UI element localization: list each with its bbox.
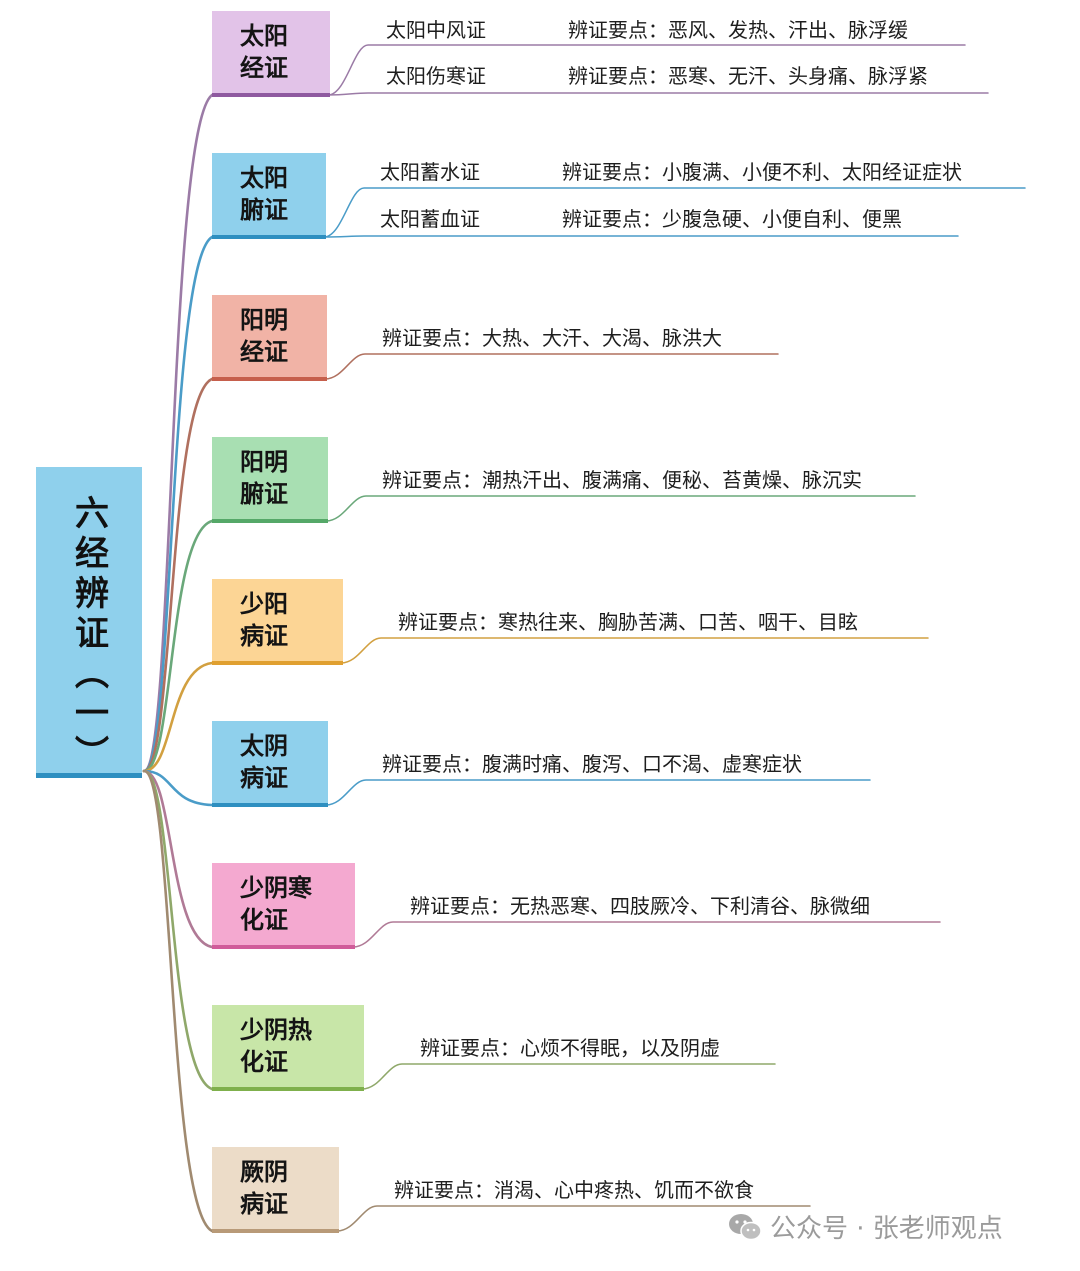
branch-link-taiyin — [142, 769, 214, 807]
leaf-link-taiyang-fu-0 — [323, 187, 1026, 238]
leaf-desc-taiyang-zhongfeng: 辨证要点：恶风、发热、汗出、脉浮缓 — [568, 18, 908, 42]
leaf-desc-jueyin: 辨证要点：消渴、心中疼热、饥而不欲食 — [394, 1178, 754, 1202]
leaf-desc-shaoyang: 辨证要点：寒热往来、胸胁苦满、口苦、咽干、目眩 — [398, 610, 858, 634]
leaf-link-shaoyang-0 — [340, 637, 929, 664]
branch-link-yangming-fu — [142, 519, 214, 773]
leaf-name-taiyang-shanghan: 太阳伤寒证 — [386, 64, 486, 88]
leaf-link-taiyin-0 — [325, 779, 871, 806]
branch-node-taiyang-fu: 太阳 腑证 — [212, 153, 326, 239]
leaf-desc-shaoyin-han: 辨证要点：无热恶寒、四肢厥冷、下利清谷、脉微细 — [410, 894, 870, 918]
branch-link-taiyang-fu — [142, 235, 214, 773]
wechat-icon — [729, 1213, 762, 1240]
leaf-link-shaoyin-re-0 — [361, 1063, 776, 1090]
branch-link-shaoyin-re — [142, 769, 214, 1091]
branch-label: 太阴 病证 — [240, 730, 288, 792]
watermark-text: 公众号 · 张老师观点 — [770, 1214, 1003, 1244]
leaf-desc-yangming-jing: 辨证要点：大热、大汗、大渴、脉洪大 — [382, 326, 722, 350]
leaf-desc-yangming-fu: 辨证要点：潮热汗出、腹满痛、便秘、苔黄燥、脉沉实 — [382, 468, 862, 492]
branch-node-jueyin: 厥阴 病证 — [212, 1147, 339, 1233]
branch-node-taiyin: 太阴 病证 — [212, 721, 328, 807]
leaf-link-yangming-fu-0 — [325, 495, 916, 522]
branch-node-shaoyang: 少阳 病证 — [212, 579, 343, 665]
branch-link-jueyin — [142, 769, 214, 1233]
leaf-desc-taiyang-xuxue: 辨证要点：少腹急硬、小便自利、便黑 — [562, 207, 902, 231]
branch-label: 厥阴 病证 — [240, 1156, 288, 1218]
branch-label: 少阳 病证 — [240, 588, 288, 650]
branch-node-taiyang-jing: 太阳 经证 — [212, 11, 330, 97]
leaf-name-taiyang-xuxue: 太阳蓄血证 — [380, 207, 480, 231]
branch-link-shaoyang — [142, 661, 214, 773]
leaf-link-yangming-jing-0 — [324, 353, 779, 380]
branch-node-shaoyin-re: 少阴热 化证 — [212, 1005, 364, 1091]
branch-label: 太阳 腑证 — [240, 162, 288, 224]
branch-link-yangming-jing — [142, 377, 214, 773]
branch-label: 太阳 经证 — [240, 20, 288, 82]
leaf-link-shaoyin-han-0 — [352, 921, 941, 948]
leaf-link-jueyin-0 — [336, 1205, 811, 1232]
branch-node-yangming-fu: 阳明 腑证 — [212, 437, 328, 523]
branch-node-yangming-jing: 阳明 经证 — [212, 295, 327, 381]
branch-label: 阳明 腑证 — [240, 446, 288, 508]
leaf-desc-taiyin: 辨证要点：腹满时痛、腹泻、口不渴、虚寒症状 — [382, 752, 802, 776]
root-label: 六经辨证（一） — [68, 495, 109, 775]
branch-label: 少阴热 化证 — [240, 1014, 312, 1076]
branch-link-shaoyin-han — [142, 769, 214, 949]
branch-node-shaoyin-han: 少阴寒 化证 — [212, 863, 355, 949]
leaf-name-taiyang-zhongfeng: 太阳中风证 — [386, 18, 486, 42]
leaf-name-taiyang-xushui: 太阳蓄水证 — [380, 160, 480, 184]
watermark: 公众号 · 张老师观点 — [728, 1208, 1003, 1245]
leaf-desc-taiyang-shanghan: 辨证要点：恶寒、无汗、头身痛、脉浮紧 — [568, 64, 928, 88]
branch-label: 少阴寒 化证 — [240, 872, 312, 934]
root-node: 六经辨证（一） — [36, 467, 142, 778]
branch-label: 阳明 经证 — [240, 304, 288, 366]
leaf-desc-shaoyin-re: 辨证要点：心烦不得眠，以及阴虚 — [420, 1036, 720, 1060]
leaf-link-taiyang-jing-1 — [327, 92, 989, 96]
leaf-desc-taiyang-xushui: 辨证要点：小腹满、小便不利、太阳经证症状 — [562, 160, 962, 184]
leaf-link-taiyang-fu-1 — [323, 235, 959, 238]
leaf-link-taiyang-jing-0 — [327, 44, 966, 96]
